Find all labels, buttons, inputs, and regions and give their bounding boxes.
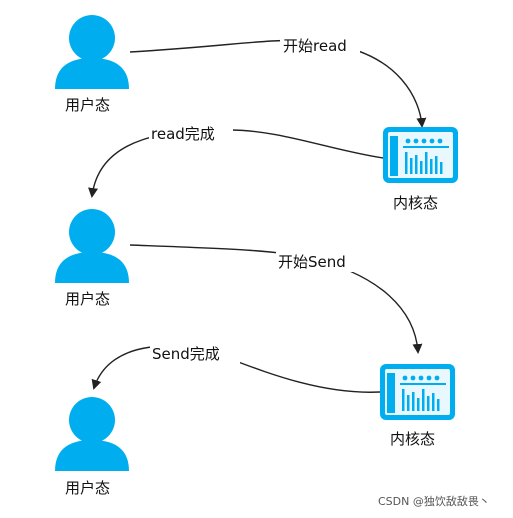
- kernel-label: 内核态: [390, 430, 435, 448]
- svg-text:开始read: 开始read: [283, 37, 347, 55]
- kernel-node-1: 内核态: [383, 127, 458, 212]
- kernel-icon: [380, 364, 455, 420]
- svg-text:开始Send: 开始Send: [278, 253, 346, 271]
- svg-text:read完成: read完成: [151, 125, 215, 143]
- user-label: 用户态: [65, 96, 110, 114]
- edge-label-send-done: Send完成: [150, 342, 240, 364]
- svg-text:Send完成: Send完成: [152, 345, 220, 363]
- edge-start-send: [129, 244, 423, 354]
- watermark: CSDN @独饮敌敌畏丶: [378, 494, 490, 508]
- kernel-node-2: 内核态: [380, 364, 455, 448]
- user-node-3: 用户态: [55, 397, 129, 497]
- user-label: 用户态: [65, 479, 110, 497]
- user-icon: [55, 397, 129, 471]
- edge-label-read-done: read完成: [149, 122, 233, 144]
- edge-read-done: [88, 129, 384, 198]
- kernel-icon: [383, 127, 458, 183]
- edge-start-read: [129, 39, 427, 128]
- user-node-2: 用户态: [55, 209, 129, 308]
- user-icon: [55, 209, 129, 283]
- kernel-label: 内核态: [393, 194, 438, 212]
- user-icon: [55, 15, 129, 89]
- edge-label-start-send: 开始Send: [276, 250, 368, 272]
- edge-label-start-read: 开始read: [280, 34, 360, 56]
- user-label: 用户态: [65, 290, 110, 308]
- user-node-1: 用户态: [55, 15, 129, 114]
